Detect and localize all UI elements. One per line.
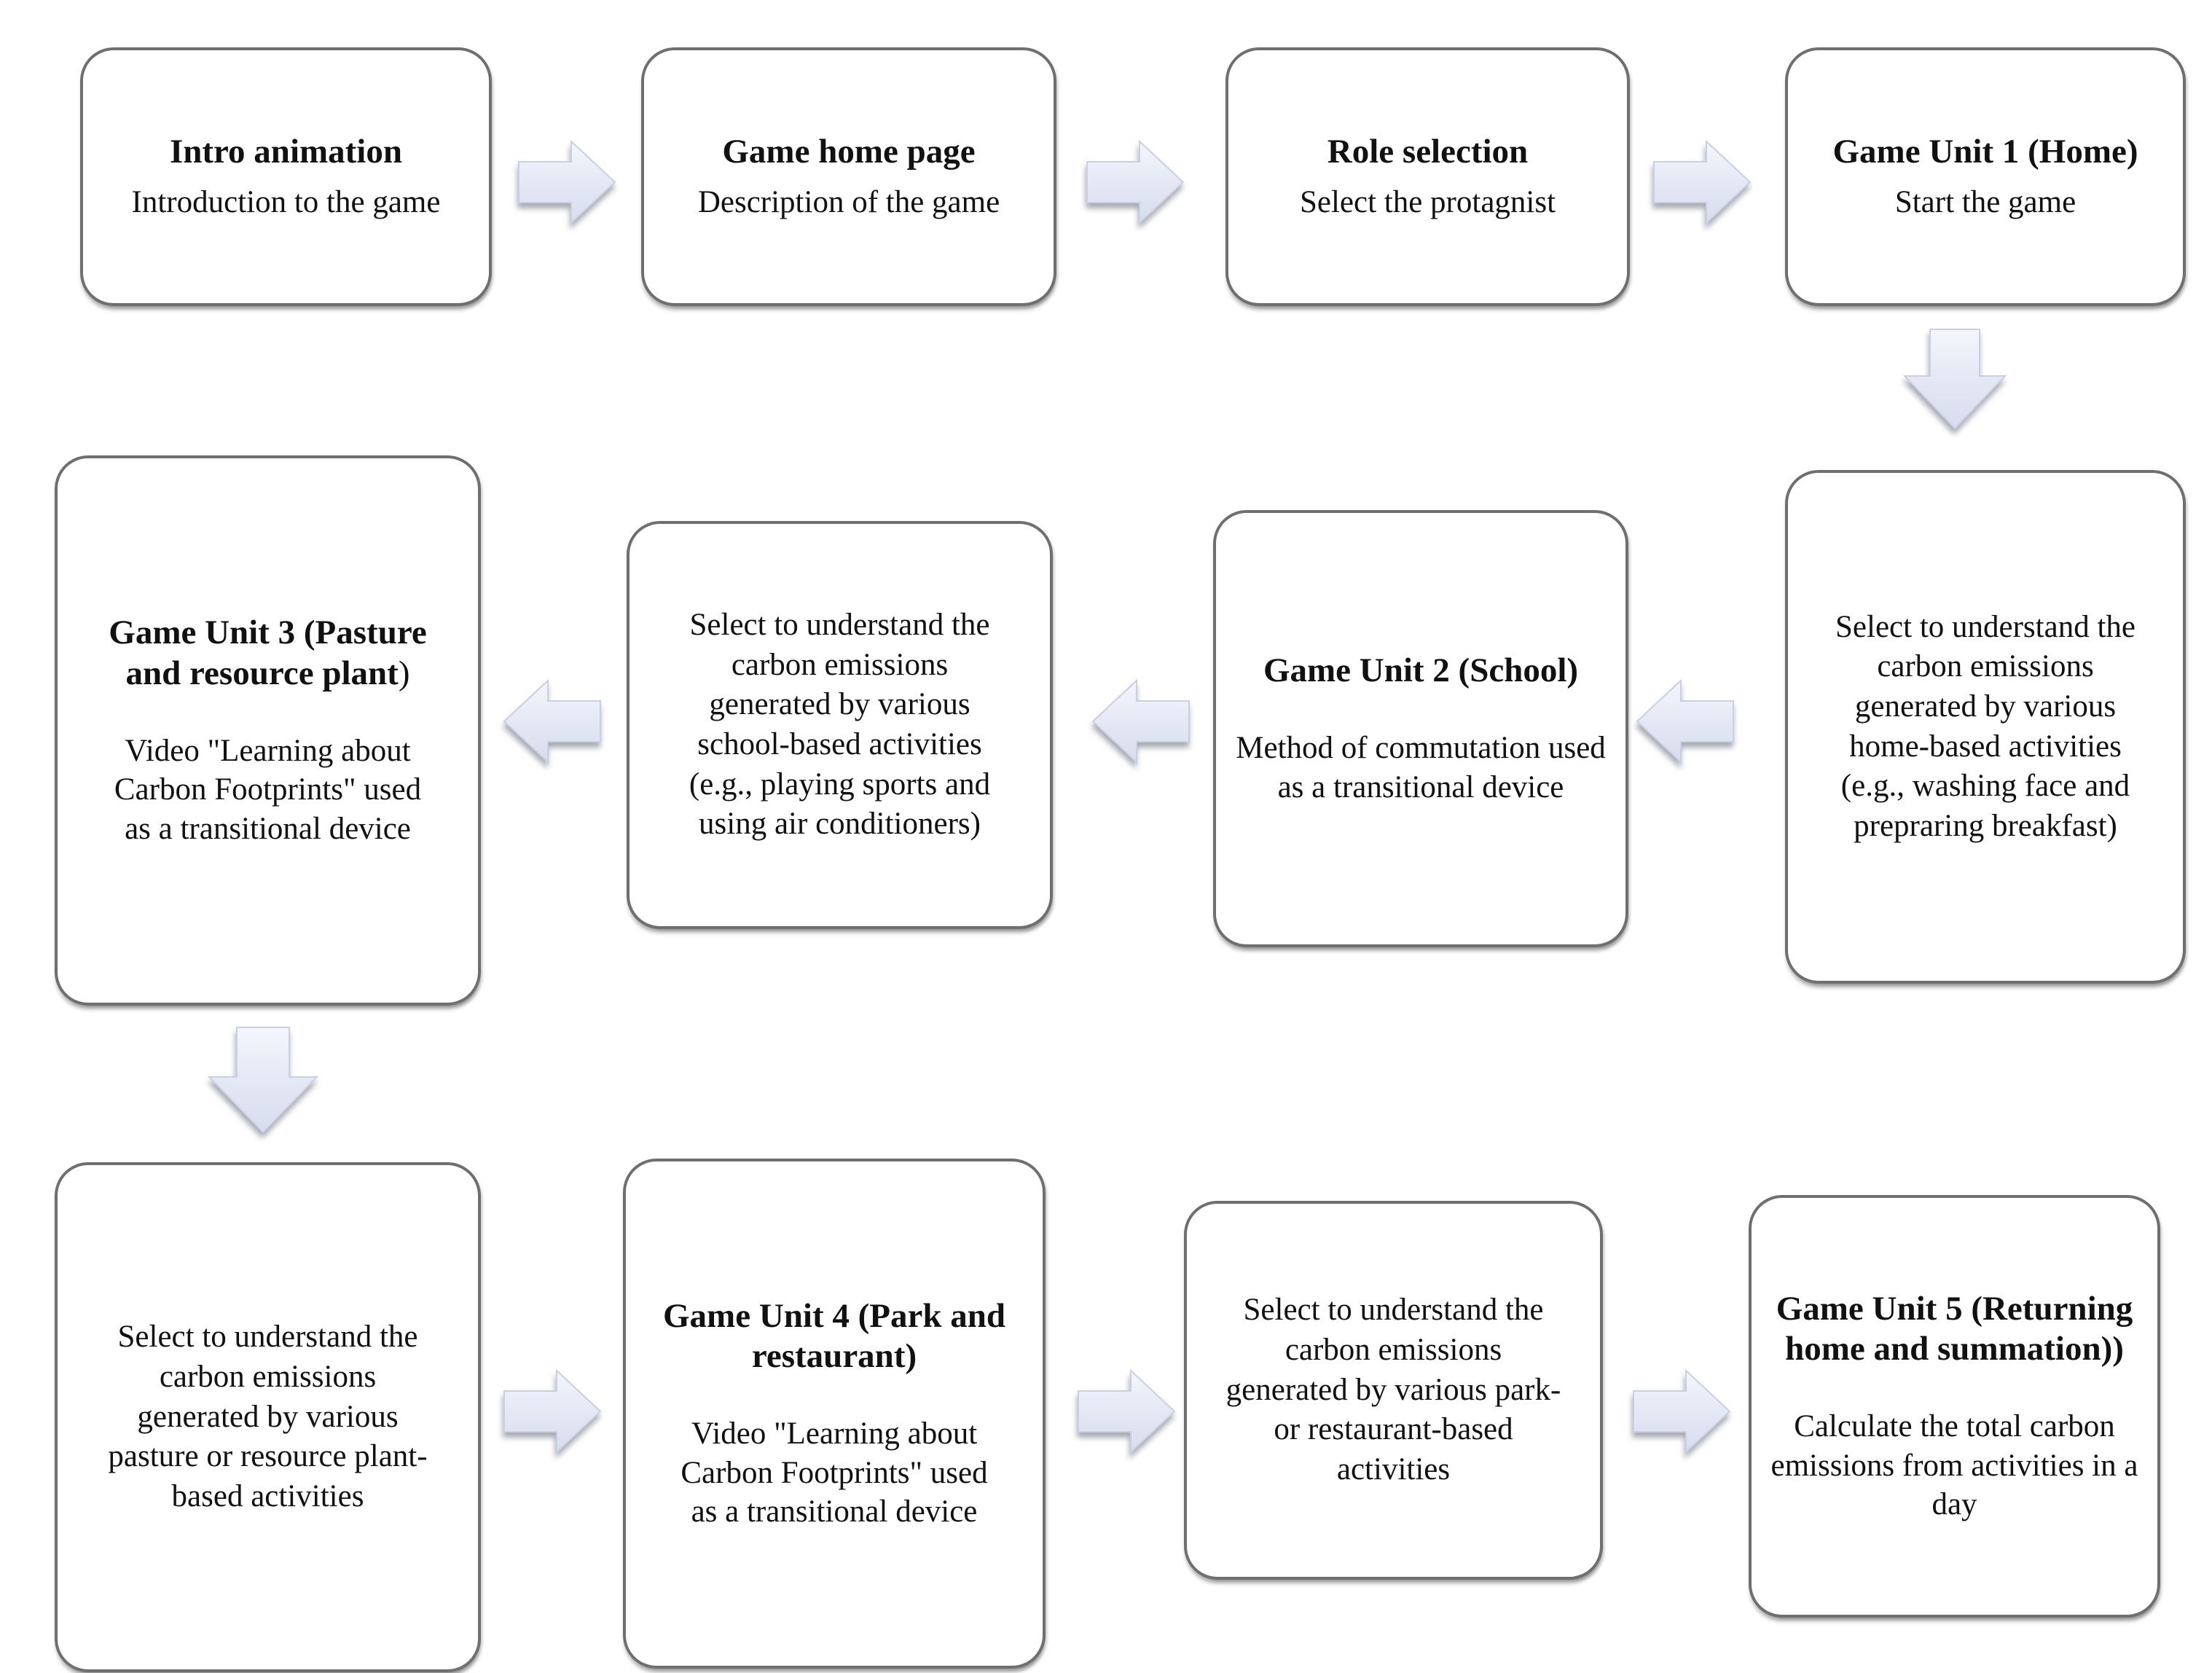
left-arrow-icon <box>503 678 601 764</box>
right-arrow-icon <box>1653 139 1752 225</box>
box-body: Video "Learning about Carbon Footprints"… <box>114 733 422 846</box>
box-title: Game Unit 5 (Returning home and summatio… <box>1776 1289 2133 1368</box>
box-body: Start the game <box>1894 184 2076 219</box>
left-arrow-icon <box>1091 678 1190 764</box>
box-body: Description of the game <box>697 184 1000 219</box>
flow-box-pasture-activities: Select to understand the carbon emission… <box>55 1162 481 1672</box>
flow-box-game-unit-3: Game Unit 3 (Pasture and resource plant)… <box>55 455 481 1006</box>
flow-box-school-activities: Select to understand the carbon emission… <box>627 521 1053 929</box>
box-title: Game Unit 2 (School) <box>1263 651 1579 689</box>
box-title: Game Unit 3 (Pasture and resource plant) <box>109 614 427 692</box>
left-arrow-icon <box>1636 678 1734 764</box>
box-title: Game Unit 4 (Park and restaurant) <box>663 1296 1005 1376</box>
box-body: Select to understand the carbon emission… <box>108 1320 428 1513</box>
right-arrow-icon <box>1078 1368 1176 1454</box>
flow-box-game-home-page: Game home page Description of the game <box>641 47 1056 306</box>
box-body: Select to understand the carbon emission… <box>1225 1293 1561 1486</box>
down-arrow-icon <box>208 1027 318 1134</box>
box-title: Game home page <box>722 133 976 171</box>
box-body: Method of commutation used as a transiti… <box>1236 731 1606 804</box>
box-body: Select the protagnist <box>1299 184 1556 219</box>
box-body: Calculate the total carbon emissions fro… <box>1770 1409 2138 1522</box>
box-title: Role selection <box>1327 133 1529 171</box>
right-arrow-icon <box>1633 1368 1731 1454</box>
flow-box-role-selection: Role selection Select the protagnist <box>1225 47 1630 306</box>
box-body: Select to understand the carbon emission… <box>689 608 991 842</box>
right-arrow-icon <box>518 139 616 225</box>
flow-box-game-unit-5: Game Unit 5 (Returning home and summatio… <box>1749 1195 2160 1618</box>
flow-box-game-unit-4: Game Unit 4 (Park and restaurant) Video … <box>623 1159 1046 1669</box>
flow-box-game-unit-2: Game Unit 2 (School) Method of commutati… <box>1213 510 1628 947</box>
flow-box-park-activities: Select to understand the carbon emission… <box>1184 1201 1603 1580</box>
down-arrow-icon <box>1903 329 2007 430</box>
flow-box-game-unit-1: Game Unit 1 (Home) Start the game <box>1785 47 2186 306</box>
flow-box-intro-animation: Intro animation Introduction to the game <box>80 47 492 306</box>
box-body: Video "Learning about Carbon Footprints"… <box>681 1417 988 1529</box>
box-title: Intro animation <box>169 133 403 171</box>
box-body: Introduction to the game <box>131 184 441 219</box>
box-body: Select to understand the carbon emission… <box>1835 609 2135 843</box>
right-arrow-icon <box>1086 139 1185 225</box>
box-title: Game Unit 1 (Home) <box>1832 133 2138 171</box>
right-arrow-icon <box>503 1368 602 1454</box>
flow-box-home-activities: Select to understand the carbon emission… <box>1785 470 2186 984</box>
